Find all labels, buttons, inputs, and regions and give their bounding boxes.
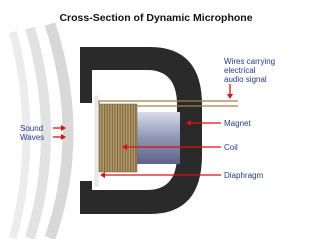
sound-waves-label: Sound Waves — [20, 124, 44, 142]
diaphragm-arrow-head — [100, 172, 105, 178]
wires-label-line: electrical — [224, 66, 256, 75]
wires-arrow-head — [227, 94, 233, 99]
diaphragm-label: Diaphragm — [224, 171, 264, 180]
sound-waves-label-line: Waves — [20, 133, 45, 142]
magnet — [135, 112, 180, 164]
diaphragm — [94, 95, 99, 187]
wires-label-line: Wires carrying — [224, 57, 276, 66]
diagram-page: Cross-Section of Dynamic Microphone — [9, 12, 275, 239]
sound-wave — [25, 26, 51, 239]
coil-label: Coil — [224, 143, 238, 152]
coil-arrow-head — [122, 144, 127, 150]
sound-arrow-head — [61, 125, 66, 131]
magnet-arrow-head — [186, 120, 191, 126]
diagram-title: Cross-Section of Dynamic Microphone — [59, 12, 253, 24]
pointer-arrows — [53, 84, 233, 178]
wires — [98, 100, 238, 107]
microphone-diagram — [9, 22, 238, 239]
sound-wave — [44, 22, 74, 239]
wires-label: Wires carrying electrical audio signal — [224, 57, 275, 84]
coil — [98, 103, 138, 173]
sound-arrow-head — [61, 134, 66, 140]
wire — [98, 100, 238, 104]
sound-waves — [9, 22, 74, 239]
sound-wave — [9, 30, 31, 239]
wires-label-line: audio signal — [224, 75, 267, 84]
magnet-label: Magnet — [224, 119, 251, 128]
sound-waves-label-line: Sound — [20, 124, 44, 133]
